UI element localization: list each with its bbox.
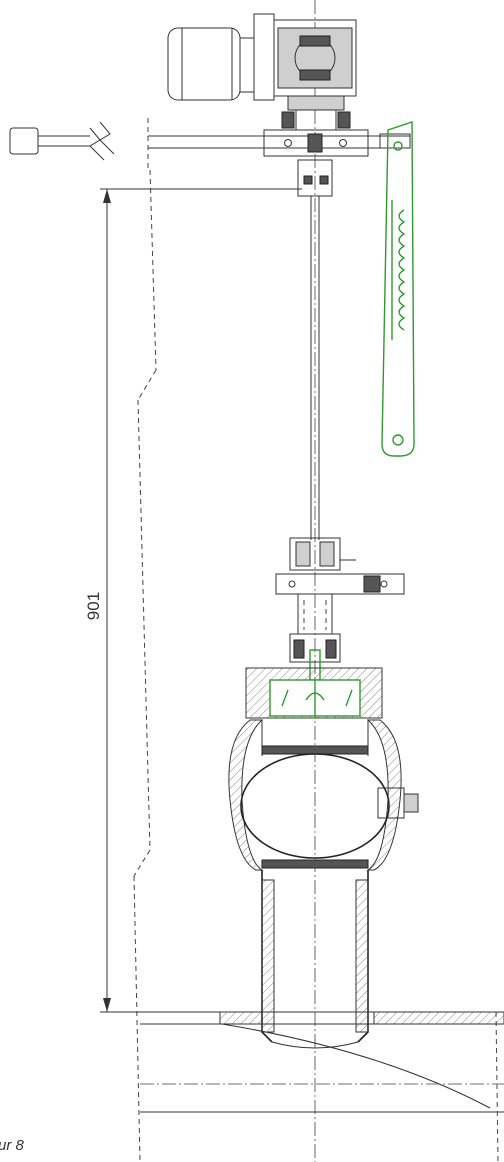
valve-stem <box>310 196 320 540</box>
wall-outline <box>133 118 157 1162</box>
dimension-value: 901 <box>84 592 103 620</box>
lever-arm <box>9 121 411 197</box>
actuator-gearbox <box>167 13 357 131</box>
figure-caption: ur 8 <box>0 1137 24 1154</box>
main-pipe <box>140 1011 504 1162</box>
valve-body <box>228 667 419 1043</box>
dimension-901: 901 <box>84 188 302 1013</box>
stem-bracket <box>275 537 405 681</box>
indicator-plate <box>381 121 415 457</box>
